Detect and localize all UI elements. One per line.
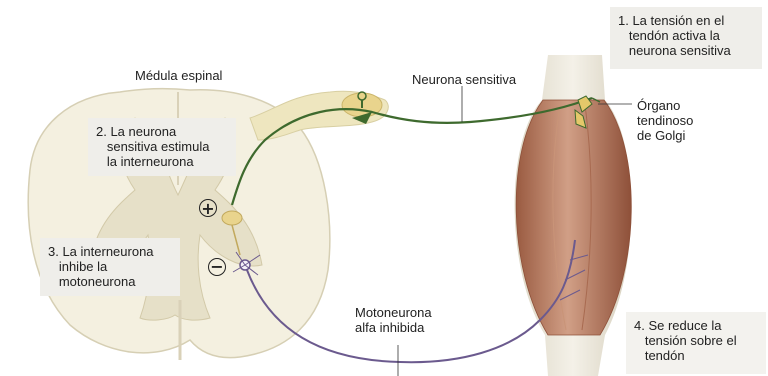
step-2-text: 2. La neurona sensitiva estimula la inte… <box>96 124 228 169</box>
step-1-text: 1. La tensión en el tendón activa la neu… <box>618 13 754 58</box>
step-4-box: 4. Se reduce la tensión sobre el tendón <box>626 312 766 374</box>
step-2-box: 2. La neurona sensitiva estimula la inte… <box>88 118 236 176</box>
plus-symbol: + <box>199 199 217 217</box>
minus-symbol: − <box>208 258 226 276</box>
spinal-cord-label: Médula espinal <box>135 68 222 83</box>
step-1-box: 1. La tensión en el tendón activa la neu… <box>610 7 762 69</box>
sensory-neuron-label: Neurona sensitiva <box>412 72 516 87</box>
step-3-text: 3. La interneurona inhibe la motoneurona <box>48 244 172 289</box>
step-4-text: 4. Se reduce la tensión sobre el tendón <box>634 318 758 363</box>
golgi-organ-label: Órgano tendinoso de Golgi <box>637 98 693 143</box>
motor-neuron-label: Motoneurona alfa inhibida <box>355 305 432 335</box>
step-3-box: 3. La interneurona inhibe la motoneurona <box>40 238 180 296</box>
